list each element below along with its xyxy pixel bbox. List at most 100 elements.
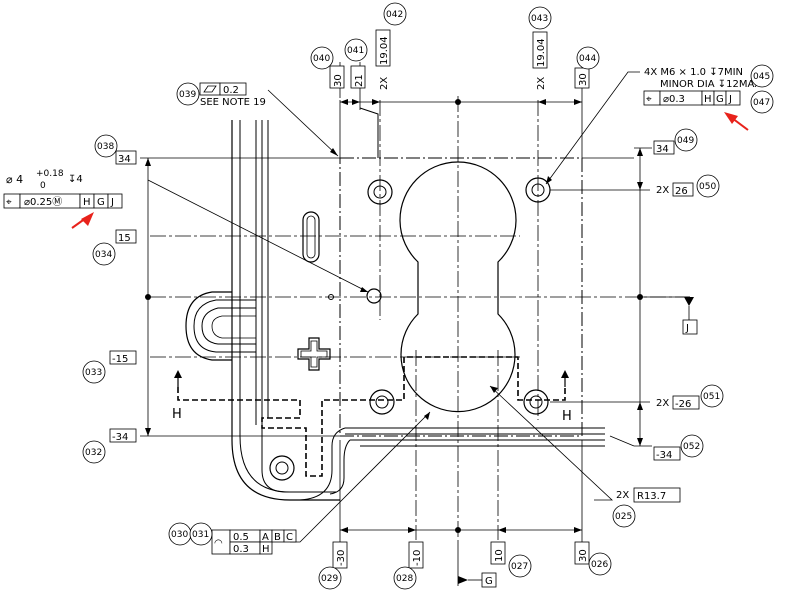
balloon-033: 033: [82, 360, 106, 384]
leader-radius: [489, 385, 614, 501]
keyhole-cutout: [399, 161, 517, 413]
dim-left-15: 15: [115, 229, 137, 244]
leader-hole-dia: [147, 179, 369, 293]
svg-text:038: 038: [97, 142, 114, 152]
balloon-043: 043: [528, 6, 552, 30]
svg-text:052: 052: [683, 442, 700, 452]
arrow-top-1904b: [538, 99, 546, 105]
svg-text:R13.7: R13.7: [637, 491, 666, 502]
svg-text:H: H: [83, 197, 91, 208]
svg-text:19.04: 19.04: [379, 36, 390, 65]
svg-text:0.2: 0.2: [223, 85, 239, 96]
svg-text:C: C: [286, 532, 293, 543]
svg-text:044: 044: [579, 54, 596, 64]
dim-top-2x-left: 2X: [379, 77, 390, 90]
balloon-042: 042: [383, 2, 407, 26]
svg-text:30: 30: [333, 74, 344, 87]
left-boss-inner: [201, 307, 256, 345]
dim-left-neg15: -15: [109, 350, 137, 365]
dim-left-neg34: -34: [109, 428, 137, 443]
hole-bolt-lower: [269, 455, 295, 481]
arrow-bot-10: [498, 527, 506, 533]
datum-j: J: [682, 297, 698, 335]
svg-text:0.3: 0.3: [233, 544, 249, 555]
center-lines: [150, 96, 690, 540]
fcf-profile: ◠ 0.5 A B C 0.3 H: [211, 529, 297, 555]
svg-text:050: 050: [699, 182, 716, 192]
svg-text:G: G: [97, 197, 105, 208]
balloon-041: 041: [344, 38, 368, 62]
svg-text:-26: -26: [675, 399, 691, 410]
bolt-boss-wall: [261, 418, 330, 493]
dim-right-neg26: -26: [672, 395, 700, 410]
arrow-right-26: [637, 182, 643, 190]
svg-text:G: G: [485, 576, 493, 587]
svg-text:-30: -30: [336, 550, 347, 566]
svg-text:H: H: [704, 94, 712, 105]
center-dots: [145, 99, 643, 533]
arrow-left-b: [145, 428, 151, 436]
dim-bot-10: 10: [490, 541, 506, 565]
arrowheads: [145, 99, 643, 533]
svg-text:-15: -15: [112, 354, 128, 365]
leader-thread: [545, 71, 640, 185]
balloon-051: 051: [700, 384, 724, 408]
fcf-position-left: ⌖ ⌀0.25Ⓜ H G J: [3, 193, 123, 209]
svg-text:030: 030: [171, 530, 188, 540]
svg-text:19.04: 19.04: [536, 38, 547, 67]
left-boss-core: [211, 315, 256, 339]
hole-bottom-left: [369, 389, 395, 415]
slot-inner: [306, 215, 316, 259]
dim-top-1904-right: 19.04: [532, 31, 548, 69]
hole-bolt-lower-inner: [275, 461, 289, 475]
svg-text:⌖: ⌖: [646, 94, 652, 105]
section-arrow-right: [561, 370, 569, 378]
balloon-027: 027: [508, 554, 532, 578]
hole-bottom-right: [523, 389, 549, 415]
hole-tol-lower: 0: [40, 181, 46, 191]
balloon-040: 040: [310, 46, 334, 70]
svg-text:025: 025: [615, 512, 632, 522]
balloon-029: 029: [318, 566, 342, 590]
dim-right-34: 34: [653, 140, 675, 155]
svg-text:30: 30: [578, 549, 589, 562]
arrow-right-t: [637, 148, 643, 156]
svg-text:051: 051: [703, 392, 720, 402]
leader-arrow-flatness: [330, 148, 338, 156]
section-arrow-left: [174, 370, 182, 378]
cross-cutout: [297, 337, 331, 371]
dim-top-2x-right: 2X: [536, 77, 547, 90]
balloons: 042 043 040 041 044 039 045 047 038 049 …: [82, 2, 774, 590]
svg-text:A: A: [262, 532, 269, 543]
dim-right-2x-26: 2X: [656, 185, 669, 196]
svg-text:049: 049: [677, 136, 694, 146]
svg-text:-34: -34: [112, 432, 128, 443]
dim-bot-30: 30: [574, 541, 590, 565]
red-arrow-left: [71, 212, 94, 229]
balloon-031: 031: [189, 522, 213, 546]
flatness-symbol-icon: [203, 85, 217, 93]
leader-arrow-thread: [546, 176, 552, 184]
dim-right-26: 26: [672, 182, 694, 197]
svg-text:032: 032: [85, 448, 102, 458]
dim-top-30-right: 30: [574, 67, 590, 89]
svg-text:⌖: ⌖: [6, 197, 12, 208]
balloon-032: 032: [82, 440, 106, 464]
dim-bot-neg10: -10: [408, 541, 424, 569]
svg-text:047: 047: [753, 98, 770, 108]
hole-tol-upper: +0.18: [36, 169, 64, 179]
bottom-rail-corner-1: [299, 427, 346, 501]
datum-g: G: [457, 540, 497, 588]
dim-right-2x-neg26: 2X: [656, 398, 669, 409]
svg-text:033: 033: [85, 368, 102, 378]
svg-text:-10: -10: [412, 550, 423, 566]
svg-text:J: J: [728, 94, 732, 105]
dim-top-21: 21: [350, 65, 366, 89]
svg-text:26: 26: [675, 186, 688, 197]
section-label-left: H: [172, 407, 182, 422]
thread-note-1: 4X M6 × 1.0 ↧7MIN: [644, 67, 743, 78]
slot-outer: [302, 211, 320, 263]
arrow-bot-neg10: [408, 527, 416, 533]
top-bend: [359, 107, 379, 158]
svg-text:H: H: [262, 544, 270, 555]
